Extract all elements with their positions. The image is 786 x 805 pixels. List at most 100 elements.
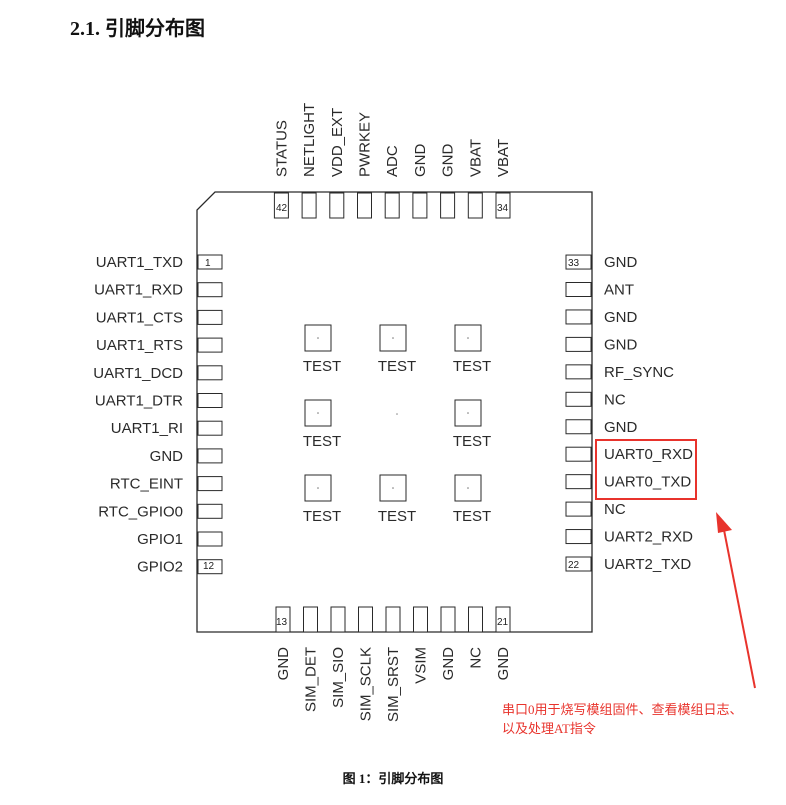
pin-label-status: STATUS [273, 120, 290, 177]
test-pad-center [467, 412, 469, 414]
pin-pad-bottom [385, 606, 401, 633]
pin-pad-right [565, 556, 592, 572]
pin-pad-bottom [468, 606, 483, 633]
pin-pad-left [197, 559, 223, 575]
pin-label-sim-srst: SIM_SRST [385, 647, 402, 722]
pin-label-gnd: GND [604, 336, 638, 353]
test-pad-label: TEST [303, 433, 341, 450]
section-heading: 2.1. 引脚分布图 [70, 18, 205, 40]
pin-pad-right [565, 364, 592, 380]
pin-label-gnd: GND [275, 647, 292, 681]
test-pad-center [392, 487, 394, 489]
pin-pad-right [565, 419, 592, 435]
pin-pad-bottom [495, 606, 511, 633]
pin-label-vbat: VBAT [495, 139, 512, 177]
test-pad-center [317, 412, 319, 414]
test-pad [304, 474, 332, 502]
test-pad-center [467, 487, 469, 489]
pin-label-gnd: GND [604, 309, 638, 326]
pin-pad-left [197, 337, 223, 353]
pin-label-adc: ADC [384, 145, 401, 177]
test-pad-label: TEST [378, 508, 416, 525]
pin-label-gpio1: GPIO1 [137, 531, 183, 548]
pin-label-gnd: GND [604, 254, 638, 271]
pin-label-uart1-ri: UART1_RI [111, 420, 183, 437]
test-pad-center [317, 487, 319, 489]
pin-label-vdd-ext: VDD_EXT [329, 108, 346, 177]
test-pad-center [317, 337, 319, 339]
pin-label-rtc-gpio0: RTC_GPIO0 [98, 503, 183, 520]
pin-pad-right [565, 309, 592, 325]
pin-pad-top [495, 192, 511, 219]
pin-label-sim-det: SIM_DET [303, 647, 320, 712]
pin-pad-top [329, 192, 345, 219]
pin-pad-top [384, 192, 400, 219]
module-outline [196, 191, 593, 633]
pin-pad-right [565, 474, 592, 490]
pin-number-bottom-first: 13 [276, 617, 288, 628]
left-pin-group: UART1_TXDUART1_RXDUART1_CTSUART1_RTSUART… [93, 254, 223, 576]
pin-pad-left [197, 309, 223, 325]
pin-label-ant: ANT [604, 282, 634, 299]
pin-pad-bottom [440, 606, 456, 633]
pin-label-rf-sync: RF_SYNC [604, 364, 674, 381]
pin-number-bottom-last: 21 [497, 617, 509, 628]
uart0-highlight-box [595, 439, 697, 500]
test-pad-label: TEST [453, 508, 491, 525]
test-pad-label: TEST [378, 358, 416, 375]
pin-pad-right [565, 501, 592, 517]
pin-pad-bottom [413, 606, 428, 633]
pin-label-nc: NC [468, 647, 485, 669]
pin-pad-right [565, 446, 592, 462]
pin-label-uart0-rxd: UART0_RXD [604, 446, 693, 463]
pin-label-gnd: GND [412, 144, 429, 178]
test-pad-label: TEST [453, 358, 491, 375]
pin-label-netlight: NETLIGHT [301, 103, 318, 177]
top-pin-group: VBATVBATGNDGNDADCPWRKEYVDD_EXTNETLIGHTST… [273, 103, 512, 219]
pin-pad-left [197, 282, 223, 298]
pin-pad-right [565, 391, 592, 407]
center-dot [396, 413, 398, 415]
pin-pad-left [197, 531, 223, 547]
pin-pad-bottom [330, 606, 346, 633]
right-pin-group: UART2_TXD UART2_RXD NC UART0_TXD UART0_RXD GN… [565, 254, 693, 573]
uart0-note-line1: 串口0用于烧写模组固件、查看模组日志、 [502, 702, 743, 717]
pin-label-uart2-rxd: UART2_RXD [604, 529, 693, 546]
test-pad-center [392, 337, 394, 339]
pin-label-gnd: GND [495, 647, 512, 681]
pin-label-uart1-rxd: UART1_RXD [94, 282, 183, 299]
pin-pad-left [197, 365, 223, 381]
pin-pad-left [197, 393, 223, 408]
uart0-note: 串口0用于烧写模组固件、查看模组日志、 以及处理AT指令 [502, 700, 786, 738]
pin-label-gnd: GND [150, 448, 184, 465]
pin-label-uart1-rts: UART1_RTS [96, 337, 183, 354]
pin-pad-top [273, 192, 289, 219]
pin-pad-top [467, 192, 483, 219]
pin-label-rtc-eint: RTC_EINT [110, 476, 183, 493]
pin-label-nc: NC [604, 501, 626, 518]
test-pad-label: TEST [453, 433, 491, 450]
pin-pad-right [565, 254, 592, 270]
pin-pad-right [565, 529, 592, 545]
pin-label-uart1-dcd: UART1_DCD [93, 365, 183, 382]
pin-pad-top [301, 192, 317, 219]
pin-label-uart2-txd: UART2_TXD [604, 556, 691, 573]
pin-pad-bottom [358, 606, 373, 633]
pin-label-gnd: GND [440, 647, 457, 681]
pin-pad-left [197, 503, 223, 519]
pin-label-gnd: GND [440, 144, 457, 178]
test-pad-label: TEST [303, 358, 341, 375]
pin-label-uart0-txd: UART0_TXD [604, 474, 691, 491]
pin-pad-top [440, 192, 456, 219]
pin-pad-right [565, 336, 592, 352]
pin-label-uart1-dtr: UART1_DTR [95, 393, 183, 410]
pin-label-sim-sio: SIM_SIO [330, 647, 347, 708]
pin-label-gpio2: GPIO2 [137, 559, 183, 576]
pin-pad-left [197, 420, 223, 436]
pin-label-pwrkey: PWRKEY [357, 112, 374, 177]
pin-pad-left [197, 254, 223, 270]
pin-pad-left [197, 476, 223, 492]
